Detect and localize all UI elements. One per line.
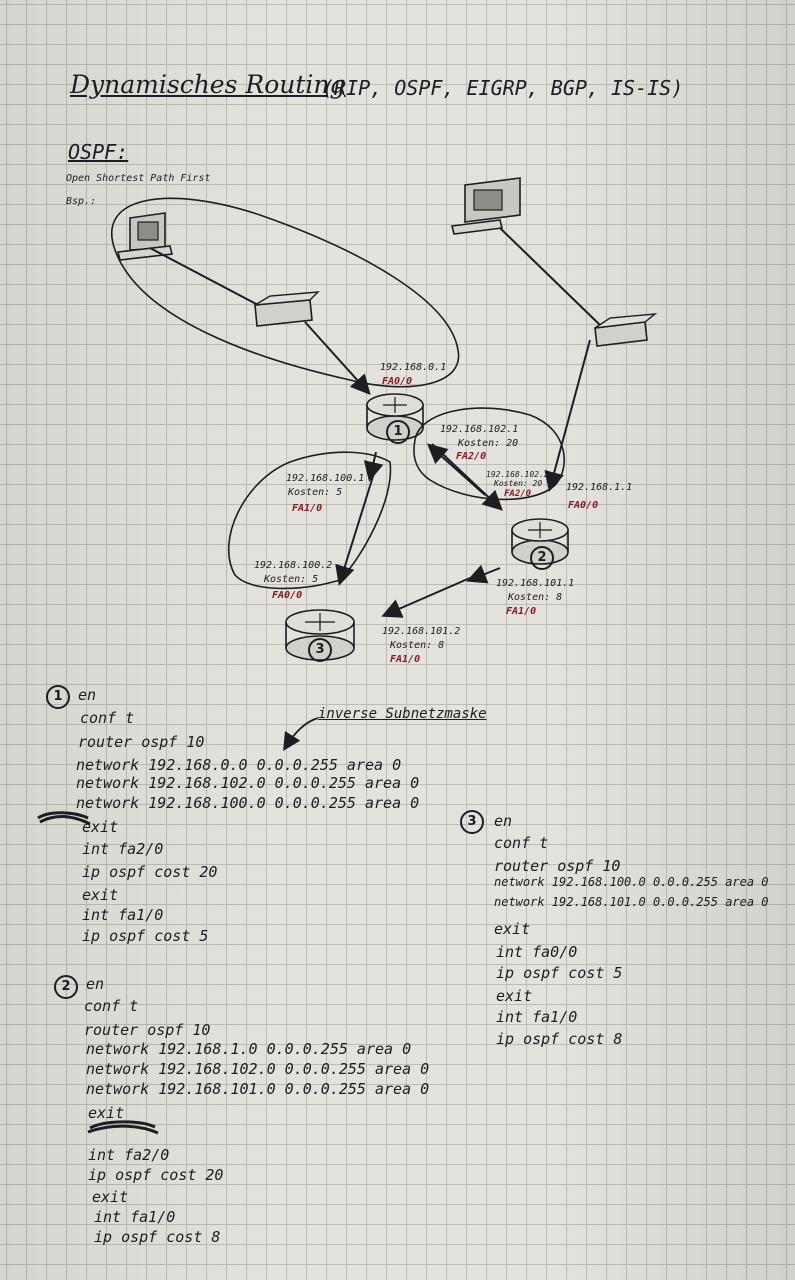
r1-fa20-cost: Kosten: 20 [458, 438, 519, 449]
r3-fa10-ip: 192.168.101.2 [382, 626, 461, 637]
link-pc-switch-left [149, 247, 259, 306]
r1-line: router ospf 10 [78, 733, 205, 751]
switch-left-icon [254, 291, 320, 327]
r2-fa10-label: FA1/0 [506, 606, 537, 617]
r1-line: conf t [80, 709, 135, 727]
r3-line: int fa0/0 [496, 943, 578, 961]
r2-fa20-ip: 192.168.102.2 [486, 470, 549, 479]
r1-fa10-label: FA1/0 [292, 503, 323, 514]
r2-line: ip ospf cost 8 [94, 1228, 221, 1246]
r3-line: exit [494, 920, 531, 938]
r2-fa10-ip: 192.168.101.1 [496, 578, 575, 589]
r2-fa20-cost: Kosten: 20 [494, 479, 543, 488]
router-1-number: 1 [386, 420, 410, 444]
ospf-heading: OSPF: [68, 140, 129, 164]
r3-fa10-cost: Kosten: 8 [390, 640, 445, 651]
r3-line: exit [496, 987, 533, 1005]
router-2-number: 2 [530, 546, 554, 570]
link-r2-r3-a [466, 564, 501, 584]
r3-line: ip ospf cost 5 [496, 964, 623, 982]
link-r2-r3-b [381, 577, 471, 618]
r3-fa00-ip: 192.168.100.2 [254, 560, 333, 571]
area-lan1-outline [110, 197, 460, 388]
router3-config-number: 3 [460, 810, 484, 834]
example-label: Bsp.: [66, 196, 97, 207]
pc-right-icon [451, 177, 521, 235]
r1-line: int fa2/0 [82, 840, 164, 858]
r1-fa10-cost: Kosten: 5 [288, 487, 343, 498]
r1-line: network 192.168.100.0 0.0.0.255 area 0 [76, 794, 420, 812]
r2-fa10-cost: Kosten: 8 [508, 592, 563, 603]
link-switch-router1 [304, 321, 371, 395]
scribble-2 [87, 1120, 159, 1135]
r2-line: en [86, 975, 105, 993]
r3-fa10-label: FA1/0 [390, 654, 421, 665]
r1-line: int fa1/0 [82, 906, 164, 924]
r2-line: network 192.168.101.0 0.0.0.255 area 0 [86, 1080, 430, 1098]
r2-fa00-ip: 192.168.1.1 [566, 482, 633, 493]
scribble-1 [37, 811, 91, 826]
page-subtitle: (RIP, OSPF, EIGRP, BGP, IS-IS) [322, 76, 684, 100]
r1-fa00-label: FA0/0 [382, 376, 413, 387]
area-r1r3-outline [227, 451, 392, 590]
r3-fa00-cost: Kosten: 5 [264, 574, 319, 585]
r2-line: exit [92, 1188, 129, 1206]
router-3-number: 3 [308, 638, 332, 662]
switch-right-icon [594, 313, 658, 347]
r3-line: conf t [494, 834, 549, 852]
page-title: Dynamisches Routing [70, 70, 346, 99]
r3-line: network 192.168.100.0 0.0.0.255 area 0 [494, 875, 769, 889]
r2-fa00-label: FA0/0 [568, 500, 599, 511]
r1-line: exit [82, 886, 119, 904]
annotation-arrow [283, 717, 319, 752]
r2-line: exit [88, 1104, 125, 1122]
r1-fa20-ip: 192.168.102.1 [440, 424, 519, 435]
ospf-full-name: Open Shortest Path First [66, 173, 211, 184]
r2-line: int fa1/0 [94, 1208, 176, 1226]
r2-line: conf t [84, 997, 139, 1015]
area-r1r2-outline [413, 407, 566, 501]
r2-line: network 192.168.102.0 0.0.0.255 area 0 [86, 1060, 430, 1078]
r1-fa20-label: FA2/0 [456, 451, 487, 462]
r3-line: network 192.168.101.0 0.0.0.255 area 0 [494, 895, 769, 909]
r1-line: ip ospf cost 5 [82, 927, 209, 945]
r3-line: en [494, 812, 513, 830]
router2-config-number: 2 [54, 975, 78, 999]
r1-line: exit [82, 818, 119, 836]
r1-line: ip ospf cost 20 [82, 863, 218, 881]
r2-line: router ospf 10 [84, 1021, 211, 1039]
link-pc-switch-right [499, 227, 601, 326]
r3-line: ip ospf cost 8 [496, 1030, 623, 1048]
r2-line: int fa2/0 [88, 1146, 170, 1164]
r3-line: int fa1/0 [496, 1008, 578, 1026]
r2-fa20-label: FA2/0 [504, 489, 532, 499]
r1-line: network 192.168.102.0 0.0.0.255 area 0 [76, 774, 420, 792]
link-switch-router2 [544, 339, 591, 492]
r3-line: router ospf 10 [494, 857, 621, 875]
link-r1-r2-b [427, 443, 486, 496]
r1-line: network 192.168.0.0 0.0.0.255 area 0 [76, 756, 402, 774]
r3-fa00-label: FA0/0 [272, 590, 303, 601]
link-r1-r3-b [335, 469, 376, 586]
pc-left-icon [117, 212, 173, 261]
inverse-mask-annotation: inverse Subnetzmaske [318, 706, 487, 722]
r1-fa10-ip: 192.168.100.1 [286, 473, 365, 484]
r1-line: en [78, 686, 97, 704]
router1-config-number: 1 [46, 685, 70, 709]
r2-line: network 192.168.1.0 0.0.0.255 area 0 [86, 1040, 412, 1058]
r2-line: ip ospf cost 20 [88, 1166, 224, 1184]
r1-fa00-ip: 192.168.0.1 [380, 362, 447, 373]
